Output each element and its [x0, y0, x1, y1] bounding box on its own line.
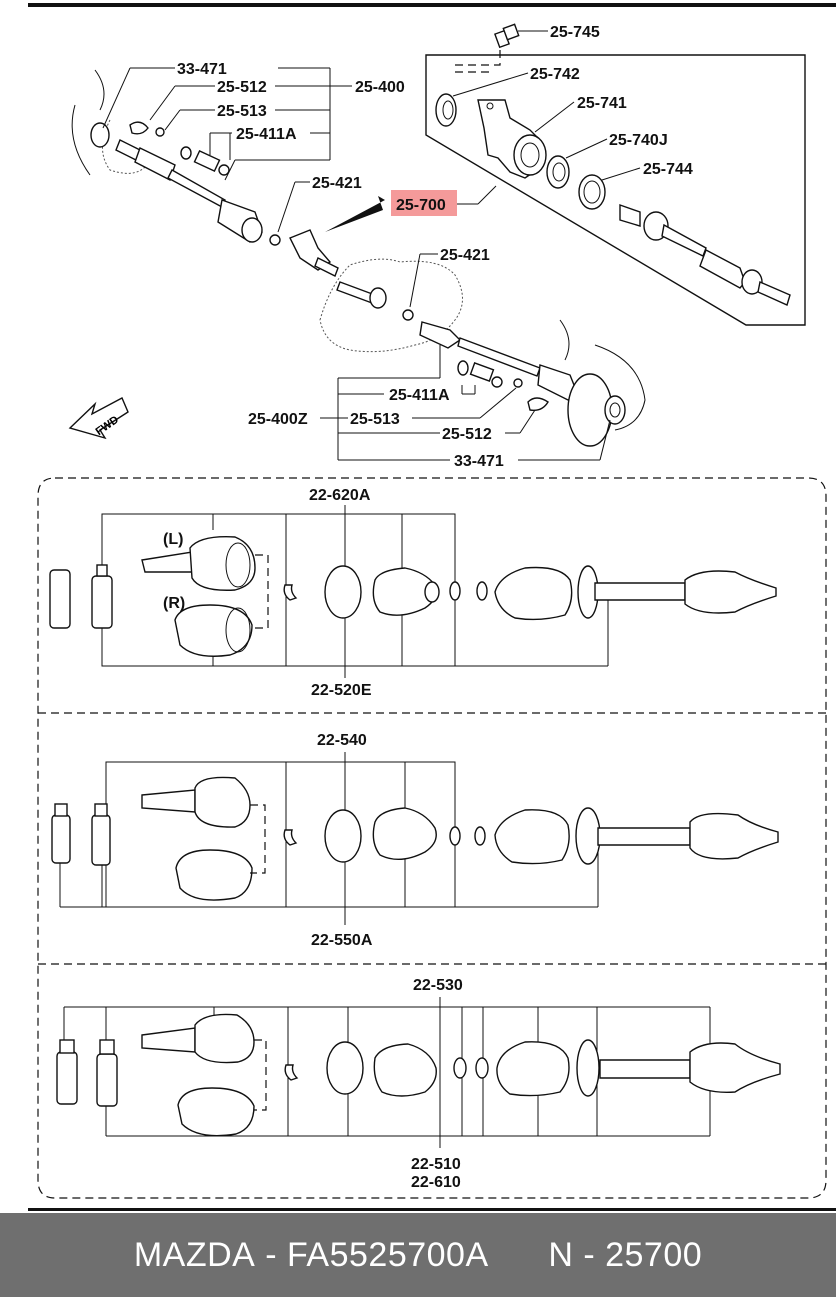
label-25-400z: 25-400Z [248, 411, 308, 428]
label-33-471-bottom: 33-471 [454, 453, 504, 470]
label-22-510: 22-510 [411, 1156, 461, 1173]
footer-gap [489, 1236, 549, 1275]
footer-code: N - 25700 [548, 1235, 703, 1274]
footer-part-number: FA5525700A [287, 1235, 489, 1274]
label-22-620a: 22-620A [309, 487, 371, 504]
kit-panel-frame [37, 477, 827, 1199]
right-knuckle-outline [559, 319, 646, 431]
label-25-745: 25-745 [550, 24, 600, 41]
label-22-550a: 22-550A [311, 932, 373, 949]
joint-right-mark: (R) [163, 595, 185, 612]
inset-panel [425, 54, 806, 326]
label-25-700: 25-700 [396, 197, 446, 214]
fwd-arrow-icon [68, 397, 129, 440]
label-25-742: 25-742 [530, 66, 580, 83]
footer-border [28, 1208, 836, 1211]
label-25-741: 25-741 [577, 95, 627, 112]
label-25-512-bottom: 25-512 [442, 426, 492, 443]
transaxle-outline [319, 258, 463, 353]
arrow-25-700 [325, 196, 385, 232]
intermediate-shaft [619, 204, 791, 306]
top-exploded-view [68, 23, 806, 461]
bolt-25-745 [494, 23, 520, 49]
label-22-540: 22-540 [317, 732, 367, 749]
left-knuckle-outline [71, 69, 105, 176]
label-25-411a-bottom: 25-411A [389, 387, 450, 404]
joint-left-mark: (L) [163, 531, 183, 548]
label-33-471-top: 33-471 [177, 61, 227, 78]
kit-section-3 [56, 997, 781, 1148]
label-25-513-bottom: 25-513 [350, 411, 400, 428]
label-25-740j: 25-740J [609, 132, 668, 149]
footer-brand: MAZDA [133, 1235, 256, 1274]
left-driveshaft [115, 121, 281, 246]
label-22-520e: 22-520E [311, 682, 372, 699]
right-driveshaft [419, 321, 579, 412]
label-22-610: 22-610 [411, 1174, 461, 1191]
kit-section-1 [49, 505, 777, 678]
highlight-25-700 [391, 190, 457, 216]
center-joint [289, 229, 414, 321]
label-25-744: 25-744 [643, 161, 693, 178]
label-22-530: 22-530 [413, 977, 463, 994]
clip-25-744 [578, 174, 606, 210]
kit-section-2 [51, 752, 779, 925]
label-25-421-a: 25-421 [312, 175, 362, 192]
label-25-513-top: 25-513 [217, 103, 267, 120]
bearing-25-740j [546, 155, 570, 189]
label-25-512-top: 25-512 [217, 79, 267, 96]
bracket-25-741 [477, 99, 547, 179]
footer-bar: MAZDA - FA5525700A N - 25700 [0, 1213, 836, 1297]
label-25-400: 25-400 [355, 79, 405, 96]
label-25-421-b: 25-421 [440, 247, 490, 264]
footer-separator: - [255, 1235, 288, 1274]
top-border [28, 3, 836, 7]
label-25-411a-top: 25-411A [236, 126, 297, 143]
